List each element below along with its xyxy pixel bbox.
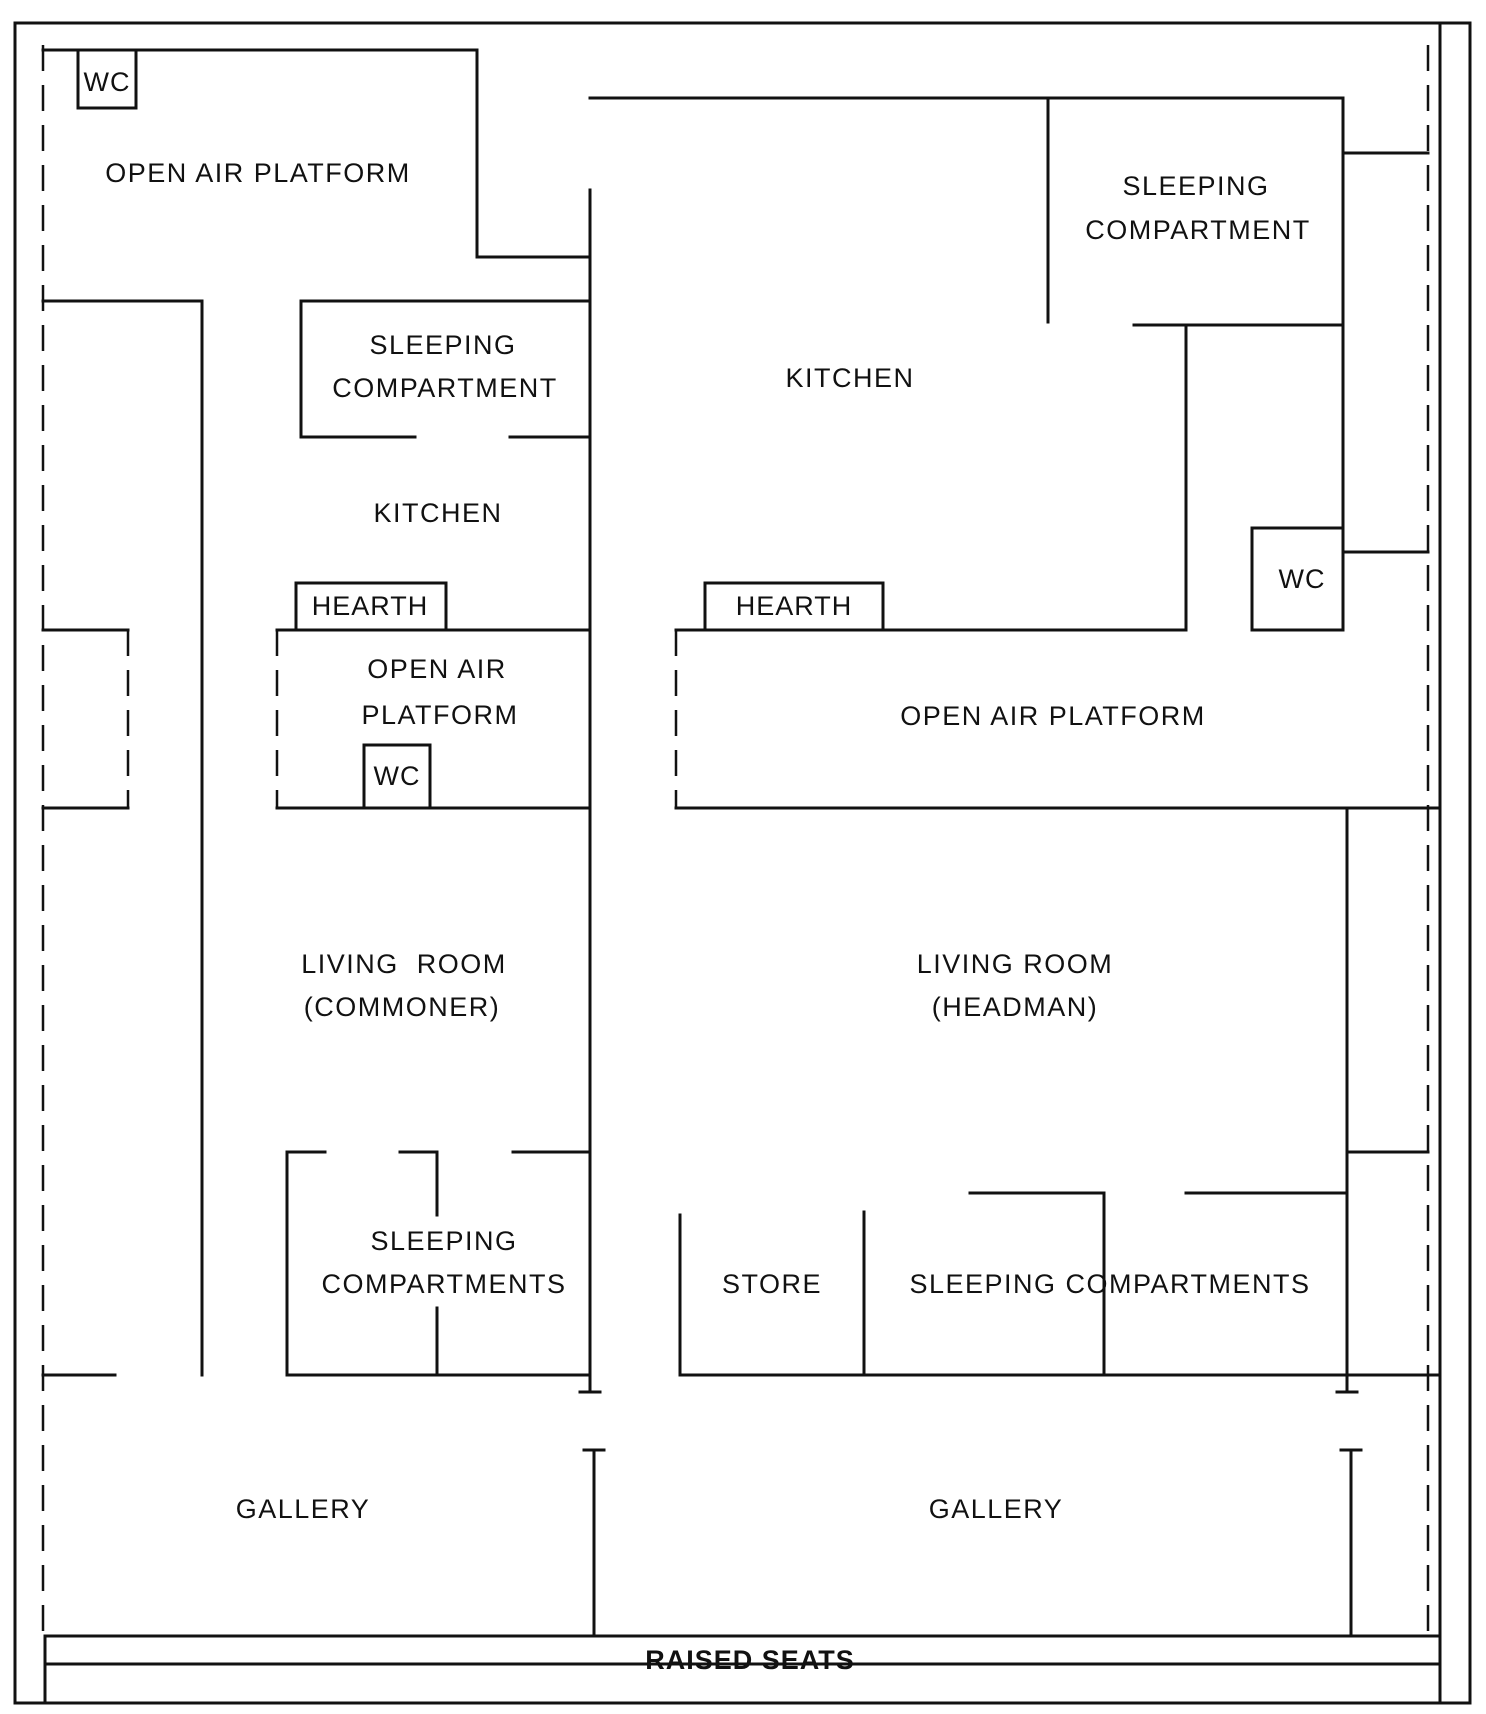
label-kitchen-commoner: KITCHEN	[373, 498, 502, 528]
label-wc-nw: WC	[84, 67, 131, 97]
label-living-room-headman-1: LIVING ROOM	[917, 949, 1114, 979]
label-open-air-platform-commoner-2: PLATFORM	[361, 700, 518, 730]
label-open-air-platform-commoner-1: OPEN AIR	[367, 654, 507, 684]
label-sleeping-compartments-commoner-1: SLEEPING	[370, 1226, 517, 1256]
label-living-room-commoner-1: LIVING ROOM	[301, 949, 507, 979]
east-wc-box	[1250, 526, 1345, 632]
label-kitchen-headman: KITCHEN	[785, 363, 914, 393]
wc-nw-box	[76, 48, 138, 110]
label-gallery-right: GALLERY	[929, 1494, 1064, 1524]
label-sleeping-compartment-ne-1: SLEEPING	[1122, 171, 1269, 201]
label-living-room-headman-2: (HEADMAN)	[932, 992, 1099, 1022]
label-open-air-platform-nw: OPEN AIR PLATFORM	[105, 158, 411, 188]
headman-hearth-box	[703, 581, 885, 632]
label-sleeping-compartment-commoner-2: COMPARTMENT	[332, 373, 558, 403]
label-wc-east: WC	[1279, 564, 1326, 594]
label-hearth-commoner: HEARTH	[312, 591, 429, 621]
label-sleeping-compartment-commoner-1: SLEEPING	[369, 330, 516, 360]
commoner-wc-box	[362, 743, 432, 810]
label-sleeping-compartment-ne-2: COMPARTMENT	[1085, 215, 1311, 245]
label-store: STORE	[722, 1269, 822, 1299]
label-living-room-commoner-2: (COMMONER)	[304, 992, 500, 1022]
label-sleeping-compartments-headman: SLEEPING COMPARTMENTS	[909, 1269, 1310, 1299]
commoner-sleeping-wall	[299, 299, 592, 439]
outer-frame	[13, 21, 1472, 1705]
label-sleeping-compartments-commoner-2: COMPARTMENTS	[321, 1269, 566, 1299]
label-gallery-left: GALLERY	[236, 1494, 371, 1524]
label-raised-seats: RAISED SEATS	[645, 1645, 855, 1675]
label-hearth-headman: HEARTH	[736, 591, 853, 621]
label-wc-commoner: WC	[374, 761, 421, 791]
headman-kitchen-wall	[882, 323, 1188, 632]
nw-platform-wall	[41, 48, 592, 259]
label-open-air-platform-headman: OPEN AIR PLATFORM	[900, 701, 1206, 731]
